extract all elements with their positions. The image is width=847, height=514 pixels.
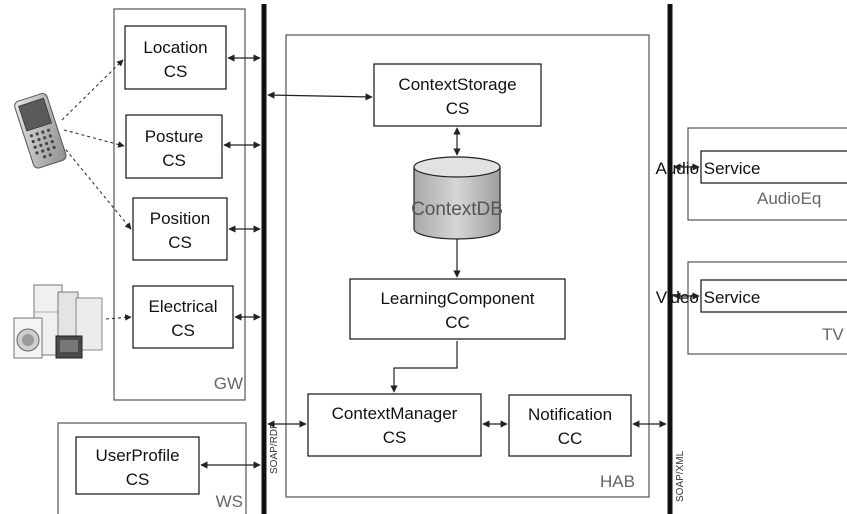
electrical-cs-box[interactable] — [132, 285, 234, 349]
learning-component-cc-name: LearningComponent — [380, 289, 534, 308]
audio-eq-label: AudioEq — [757, 189, 821, 208]
video-service-box[interactable] — [700, 279, 847, 313]
user-profile-cs-type: CS — [126, 470, 150, 489]
context-db-cylinder — [413, 156, 501, 240]
context-manager-cs-type: CS — [383, 428, 407, 447]
phone-posture-link — [63, 129, 125, 148]
electrical-cs-type: CS — [171, 321, 195, 340]
hab-label: HAB — [600, 472, 635, 491]
context-manager-cs-name: ContextManager — [332, 404, 458, 423]
gw-label: GW — [214, 374, 243, 393]
notification-cc-box[interactable] — [508, 394, 632, 457]
position-cs-type: CS — [168, 233, 192, 252]
home-appliances-icon — [13, 284, 103, 359]
context-storage-cs-name: ContextStorage — [398, 75, 516, 94]
soap-rdf-label: SOAP/RDF — [269, 423, 280, 474]
context-storage-cs-type: CS — [446, 99, 470, 118]
learning-component-cc-box[interactable] — [349, 278, 566, 340]
tv-label: TV — [822, 325, 844, 344]
position-cs-name: Position — [150, 209, 210, 228]
ws-label: WS — [216, 492, 243, 511]
electrical-cs-name: Electrical — [149, 297, 218, 316]
position-cs-box[interactable] — [132, 197, 228, 261]
context-manager-cs-box[interactable] — [307, 393, 482, 457]
posture-cs-name: Posture — [145, 127, 204, 146]
notification-cc-type: CC — [558, 429, 583, 448]
audio-service-box[interactable] — [700, 150, 847, 184]
video-service-label: Video Service — [656, 288, 761, 307]
location-cs-box[interactable] — [124, 25, 227, 90]
context-storage-cs-box[interactable] — [373, 63, 542, 127]
posture-cs-type: CS — [162, 151, 186, 170]
posture-cs-box[interactable] — [125, 114, 223, 179]
phone-location-link — [61, 59, 124, 121]
mobile-phone-icon — [14, 93, 67, 169]
learning-manager-arrow — [390, 341, 458, 393]
learning-component-cc-type: CC — [445, 313, 470, 332]
audio-service-label: Audio Service — [656, 159, 761, 178]
location-cs-type: CS — [164, 62, 188, 81]
user-profile-cs-box[interactable] — [75, 436, 200, 495]
context-db-label: ContextDB — [411, 199, 503, 220]
phone-position-link — [61, 144, 132, 230]
location-cs-name: Location — [143, 38, 207, 57]
user-profile-cs-name: UserProfile — [95, 446, 179, 465]
appliances-electrical-link — [105, 314, 132, 321]
soap-xml-label: SOAP/XML — [675, 450, 686, 502]
notification-cc-name: Notification — [528, 405, 612, 424]
bus-context-storage-arrow — [267, 91, 373, 101]
